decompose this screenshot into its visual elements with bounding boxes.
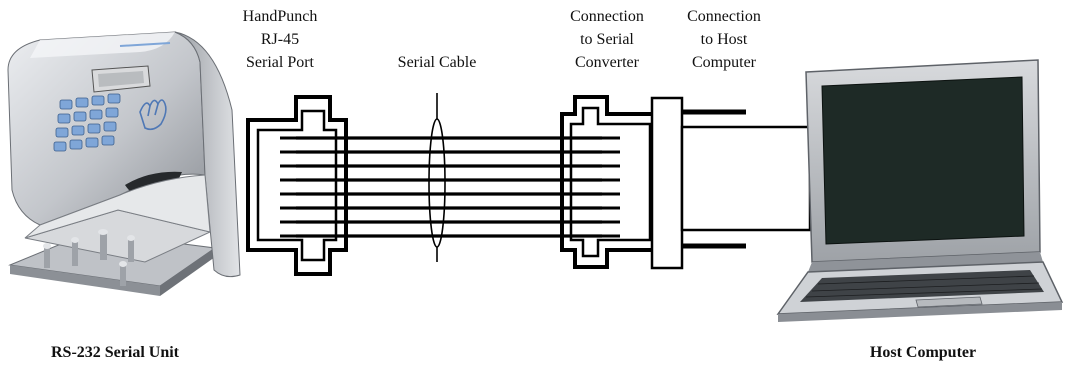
host-computer-text: Host Computer [869, 344, 977, 361]
serial-converter-line-2: to Serial [580, 31, 634, 48]
keypad [53, 93, 121, 152]
guide-pins [43, 229, 135, 286]
serial-converter-line-3: Converter [575, 54, 639, 71]
serial-unit-caption: RS-232 Serial Unit [30, 341, 200, 364]
serial-unit-text: RS-232 Serial Unit [51, 344, 179, 361]
host-computer-caption: Host Computer [848, 341, 998, 364]
host-connection-line-3: Computer [692, 54, 756, 71]
handpunch-port-line-3: Serial Port [246, 54, 314, 71]
host-connection-line-2: to Host [700, 31, 748, 48]
handpunch-port-line-2: RJ-45 [260, 31, 300, 48]
db9-host-connector [650, 96, 812, 270]
host-connection-label: Connection to Host Computer [671, 5, 777, 74]
laptop-computer-icon [776, 59, 1064, 322]
serial-converter-connector [560, 95, 660, 269]
cable-bundle-marker [428, 93, 446, 262]
host-connection-line-1: Connection [687, 8, 761, 25]
serial-cable-text: Serial Cable [397, 54, 477, 71]
handpunch-port-line-1: HandPunch [242, 8, 318, 25]
serial-cable-label: Serial Cable [377, 51, 497, 74]
handpunch-terminal-icon [7, 31, 241, 296]
rj45-jack [246, 95, 348, 276]
serial-cable-wires [296, 136, 602, 238]
hand-logo-icon [139, 99, 167, 131]
serial-converter-label: Connection to Serial Converter [551, 5, 663, 74]
handpunch-port-label: HandPunch RJ-45 Serial Port [225, 5, 335, 74]
serial-converter-line-1: Connection [570, 8, 644, 25]
